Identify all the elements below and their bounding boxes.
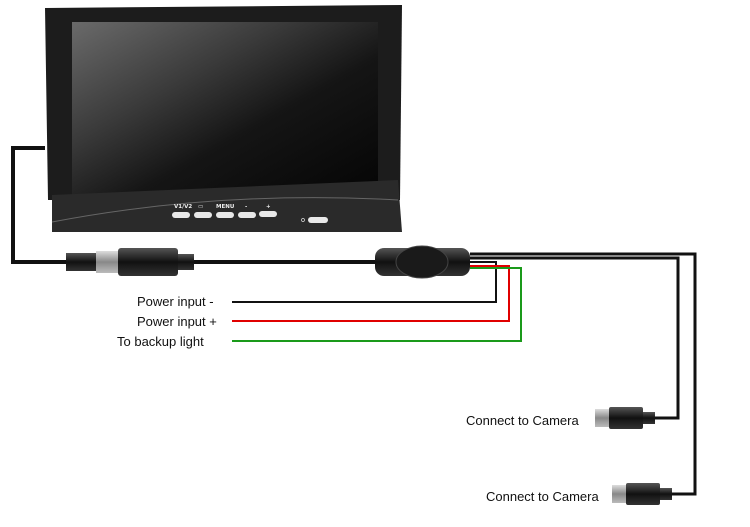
svg-text:-: - [245,204,247,210]
monitor-buttons: V1/V2 ▭ MENU - + [172,204,328,223]
junction-box [375,245,470,279]
label-camera-2: Connect to Camera [486,489,599,504]
button-v1v2[interactable]: V1/V2 [172,204,192,218]
monitor-cable [11,146,70,264]
button-plus[interactable]: + [259,204,277,217]
svg-text:▭: ▭ [198,204,203,210]
button-menu[interactable]: MENU [216,204,234,218]
button-mode[interactable]: ▭ [194,204,212,218]
monitor: V1/V2 ▭ MENU - + [45,5,402,232]
svg-text:V1/V2: V1/V2 [174,204,192,210]
monitor-screen [72,22,378,195]
camera-connector-2 [612,483,672,505]
wire-power-positive [232,265,510,322]
label-camera-1: Connect to Camera [466,413,579,428]
camera-cable-2 [470,252,697,496]
wire-backup-light [232,267,522,342]
label-power-negative: Power input - [137,294,214,309]
power-led-icon [301,218,305,222]
aviation-connector [66,248,194,276]
wire-power-negative [232,261,497,303]
power-button[interactable] [308,217,328,223]
button-minus[interactable]: - [238,204,256,218]
camera-connector-1 [595,407,655,429]
svg-text:+: + [266,204,271,210]
camera-cable-1 [470,256,680,420]
label-backup-light: To backup light [117,334,204,349]
svg-text:MENU: MENU [216,204,234,210]
label-power-positive: Power input + [137,314,217,329]
